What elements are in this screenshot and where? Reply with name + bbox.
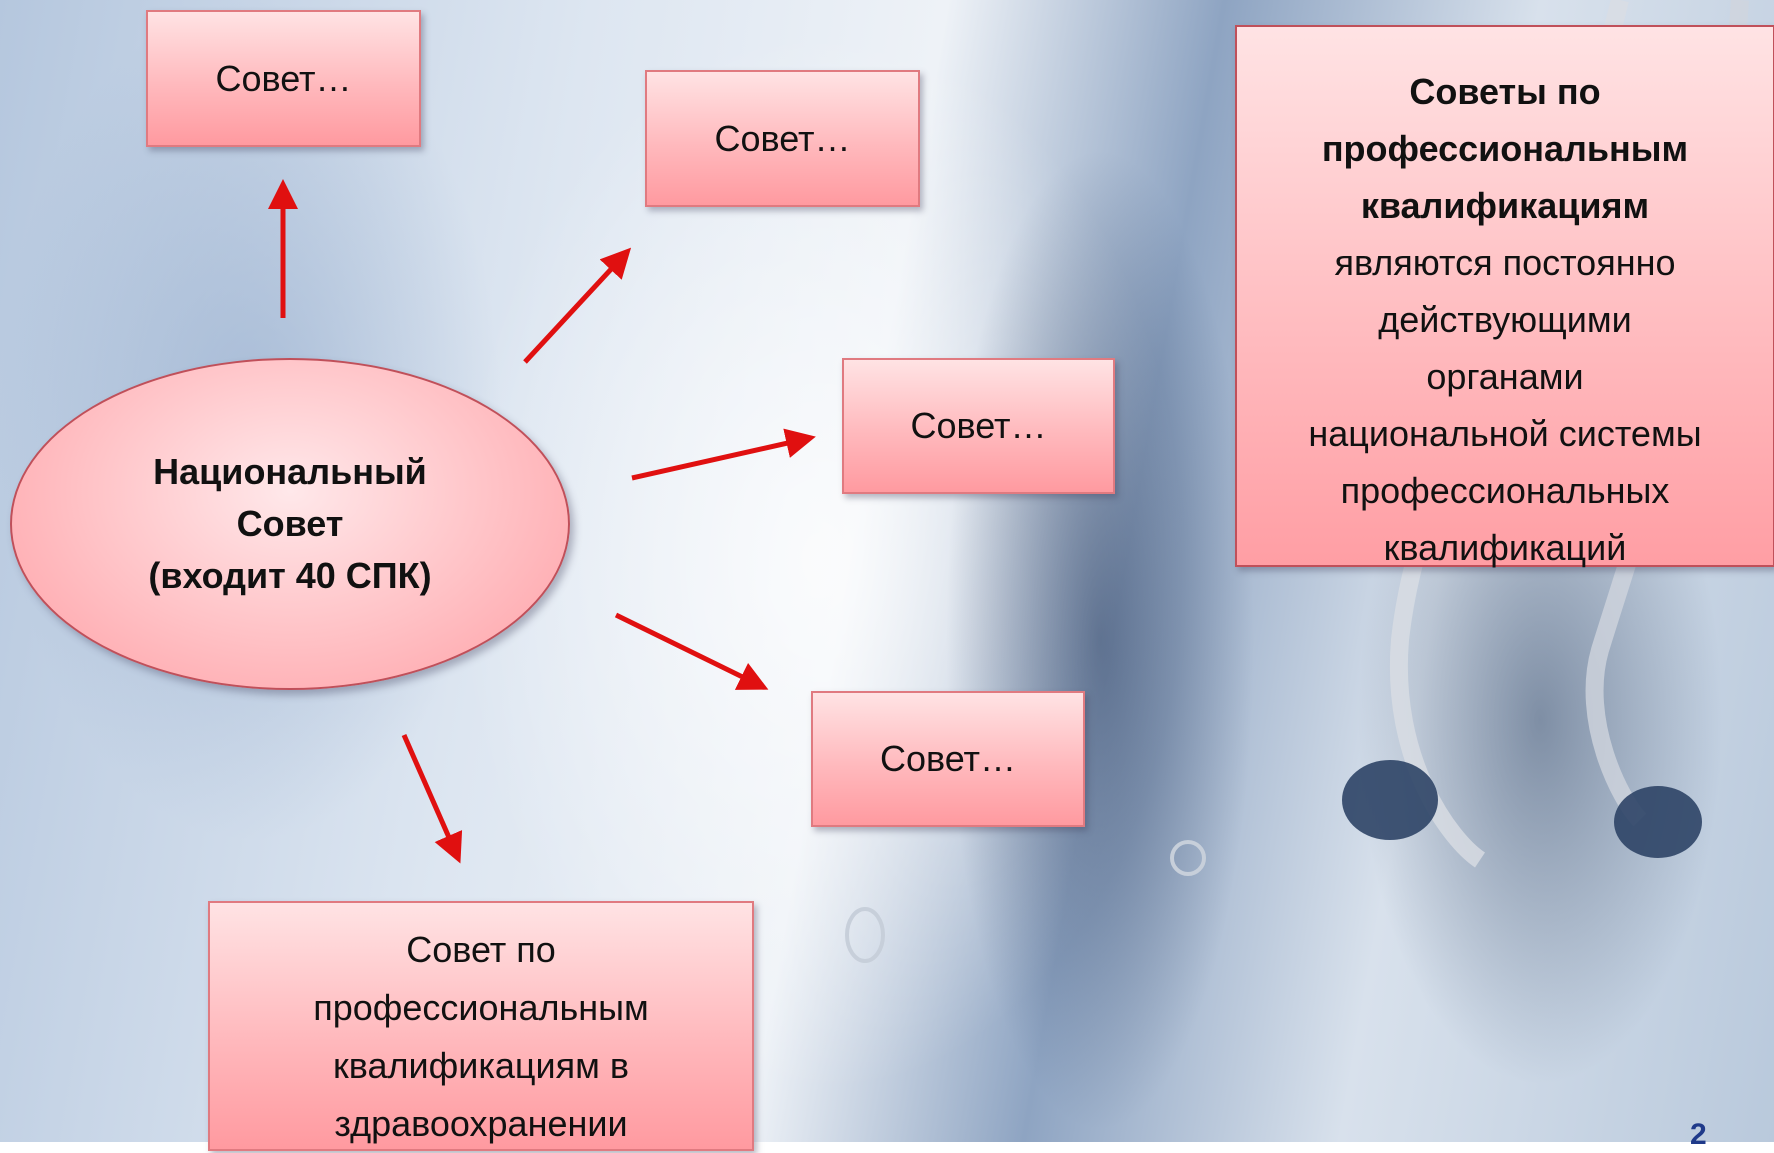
arrow-to-council-2 [523,247,632,364]
council-box-1: Совет… [146,10,421,147]
council-box-4: Совет… [811,691,1085,827]
health-council-line: Совет по [406,929,556,970]
national-council-ellipse: Национальный Совет (входит 40 СПК) [10,358,570,690]
council-label: Совет… [879,738,1017,779]
arrow-to-council-3 [631,428,816,481]
health-council-line: квалификациям в [333,1045,629,1086]
info-bold-line: профессиональным [1321,128,1689,169]
national-council-title: Национальный [153,451,427,492]
info-line: национальной системы [1308,413,1702,454]
info-box: Советы по профессиональным квалификациям… [1235,25,1774,568]
council-box-2: Совет… [645,70,920,207]
council-label: Совет… [714,117,851,159]
info-line: являются постоянно [1334,242,1676,283]
health-council-box: Совет по профессиональным квалификациям … [208,901,754,1151]
info-bold-line: Советы по [1409,71,1601,112]
info-line: профессиональных [1340,470,1670,511]
council-box-3: Совет… [842,358,1115,494]
info-bold-line: квалификациям [1360,185,1650,226]
national-council-count: (входит 40 СПК) [148,555,432,596]
info-line: органами [1426,356,1584,397]
council-label: Совет… [215,57,352,99]
info-line: квалификаций [1383,527,1627,568]
arrow-to-council-4 [614,612,769,690]
health-council-line: здравоохранении [334,1103,628,1144]
national-council-subtitle: Совет [236,503,344,544]
info-line: действующими [1378,299,1632,340]
page-number: 2 [1690,1118,1707,1151]
arrow-to-health-council [401,733,463,864]
council-label: Совет… [910,405,1047,446]
health-council-line: профессиональным [313,987,649,1028]
